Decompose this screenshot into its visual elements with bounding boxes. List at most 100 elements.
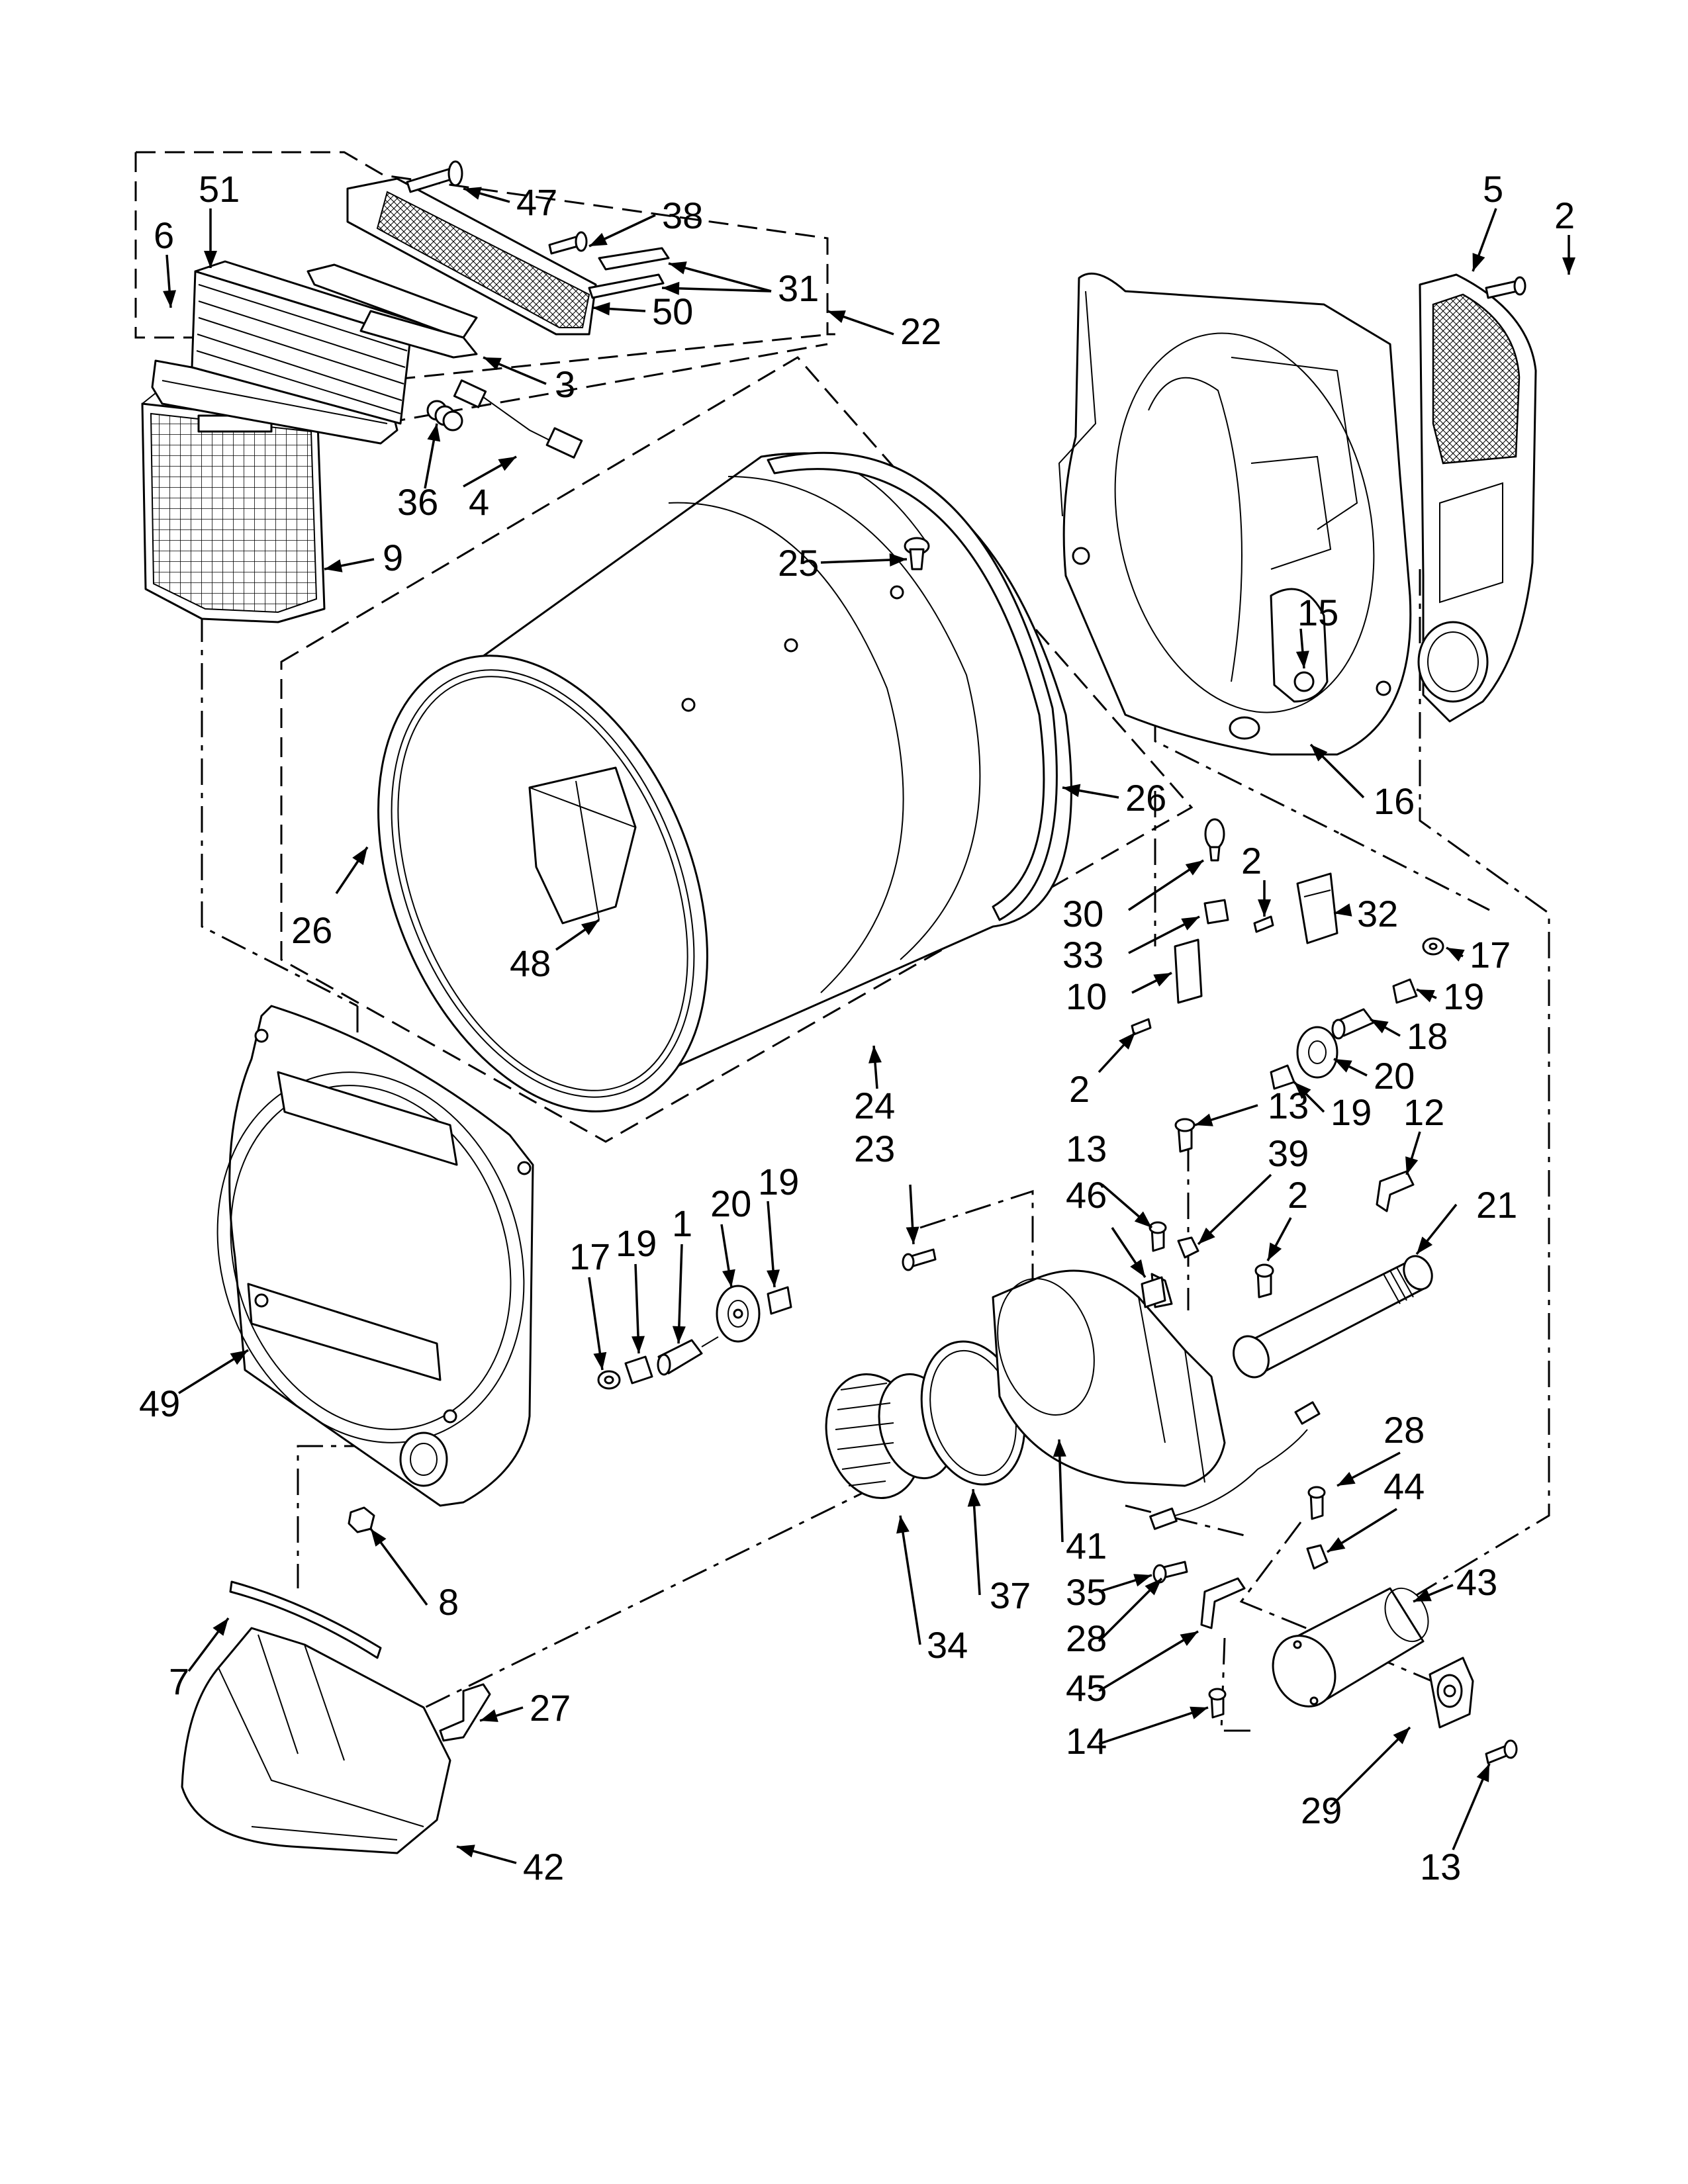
wire-35 [1149, 1401, 1321, 1530]
leader-arrowhead [1268, 1242, 1282, 1261]
leader-arrowhead [1133, 1574, 1152, 1587]
leader-arrowhead [662, 281, 680, 295]
leader-arrowhead [1405, 1156, 1419, 1175]
leader-arrowhead [1417, 1236, 1433, 1254]
leader-arrowhead [483, 357, 502, 371]
leader-arrowhead [632, 1336, 645, 1353]
callout-45: 45 [1066, 1667, 1107, 1709]
leader-arrowhead [1181, 917, 1199, 931]
bracket-46 [1141, 1276, 1166, 1308]
callout-44: 44 [1383, 1465, 1425, 1507]
roller-shaft-1 [657, 1336, 719, 1376]
callout-35: 35 [1066, 1571, 1107, 1613]
leader-arrowhead [1195, 1113, 1213, 1126]
leader-arrowhead [1190, 1706, 1208, 1719]
leader-arrowhead [889, 553, 907, 567]
screw-13-thermostat [1485, 1739, 1518, 1764]
wire-harness-4 [453, 379, 583, 459]
clip-19-rear-a [1392, 978, 1418, 1004]
callout-3: 3 [555, 363, 575, 405]
leader-arrowhead [593, 1351, 607, 1370]
leader-line [668, 262, 772, 293]
callout-39: 39 [1268, 1132, 1309, 1174]
heater-element-43 [1272, 1587, 1429, 1707]
callout-43: 43 [1456, 1561, 1497, 1603]
callout-15: 15 [1297, 592, 1338, 633]
screw-28-lower [1152, 1561, 1188, 1584]
washer-17-rear [1422, 937, 1444, 956]
rear-filter-panel-5 [1417, 273, 1537, 723]
callout-labels: 47 38 51 6 31 50 22 3 36 4 9 5 2 25 15 1… [139, 168, 1575, 1888]
callout-19-front-a: 19 [616, 1222, 657, 1264]
bracket-12 [1376, 1170, 1415, 1212]
leader-arrowhead [463, 187, 482, 200]
clip-19-front-b [767, 1286, 792, 1315]
leader-arrowhead [1334, 903, 1352, 917]
air-duct-42 [181, 1627, 451, 1854]
callout-19-rear-b: 19 [1331, 1091, 1372, 1133]
callout-48: 48 [510, 942, 551, 984]
leader-arrowhead [1119, 1032, 1135, 1050]
screw-2-switch-lower [1131, 1018, 1152, 1036]
leader-arrowhead [827, 310, 846, 324]
clip-19-front-a [624, 1355, 653, 1385]
screw-23 [902, 1248, 937, 1271]
leader-arrowhead [1446, 948, 1465, 962]
leader-arrowhead [1062, 784, 1081, 797]
roller-shaft-18 [1331, 1008, 1375, 1040]
screw-14 [1208, 1688, 1227, 1719]
leader-arrowhead [1185, 860, 1203, 876]
leader-arrowhead [324, 559, 343, 572]
callout-2-lower: 2 [1069, 1068, 1090, 1110]
leader-arrowhead [1562, 257, 1575, 275]
bracket-32 [1296, 872, 1338, 944]
washer-17-front [597, 1370, 621, 1390]
sensor-lamp-30 [1204, 818, 1225, 862]
leader-arrowhead [1130, 1259, 1145, 1277]
leader-arrowhead [427, 424, 441, 442]
seal-strips-31 [588, 247, 670, 299]
nut-8 [348, 1506, 375, 1533]
callout-28-lower: 28 [1066, 1617, 1107, 1659]
leader-line [899, 1515, 921, 1645]
leader-arrowhead [352, 847, 367, 866]
clip-39 [1177, 1236, 1199, 1259]
callout-36: 36 [397, 481, 438, 523]
drum-front-seal-26 [377, 655, 708, 1113]
socket-33 [1203, 899, 1229, 925]
callout-2-switch: 2 [1241, 840, 1262, 882]
leader-arrowhead [1393, 1727, 1410, 1745]
callout-27: 27 [530, 1687, 571, 1729]
callout-49: 49 [139, 1383, 180, 1424]
callout-31: 31 [778, 267, 819, 309]
leader-arrowhead [1053, 1439, 1066, 1457]
leader-arrowhead [163, 290, 177, 308]
leader-arrowhead [1413, 1588, 1432, 1602]
leader-arrowhead [1258, 899, 1271, 917]
leader-line [661, 287, 772, 293]
callout-7: 7 [169, 1661, 189, 1702]
callout-26-right: 26 [1125, 777, 1166, 819]
leader-line [1098, 1706, 1209, 1745]
callout-16: 16 [1374, 780, 1415, 822]
leader-arrowhead [204, 251, 217, 268]
leader-arrowhead [1417, 989, 1435, 1003]
callout-13-thermostat: 13 [1420, 1846, 1461, 1888]
leader-arrowhead [581, 920, 599, 936]
callout-2-heater: 2 [1288, 1174, 1308, 1216]
callout-13-mid: 13 [1066, 1128, 1107, 1169]
thermostat-29 [1429, 1657, 1474, 1729]
leader-line [1098, 1630, 1199, 1692]
leader-arrowhead [1476, 1764, 1489, 1782]
callout-46: 46 [1066, 1174, 1107, 1216]
group-boundary-drum [280, 356, 1194, 1143]
callout-9: 9 [383, 537, 403, 578]
roller-20-front [716, 1285, 761, 1343]
drum-screw-25 [904, 537, 930, 570]
leader-arrowhead [896, 1516, 910, 1534]
roller-20-rear [1296, 1026, 1338, 1079]
leader-arrowhead [1295, 651, 1309, 668]
callout-26-left: 26 [291, 909, 332, 951]
screw-28-upper [1307, 1486, 1326, 1520]
